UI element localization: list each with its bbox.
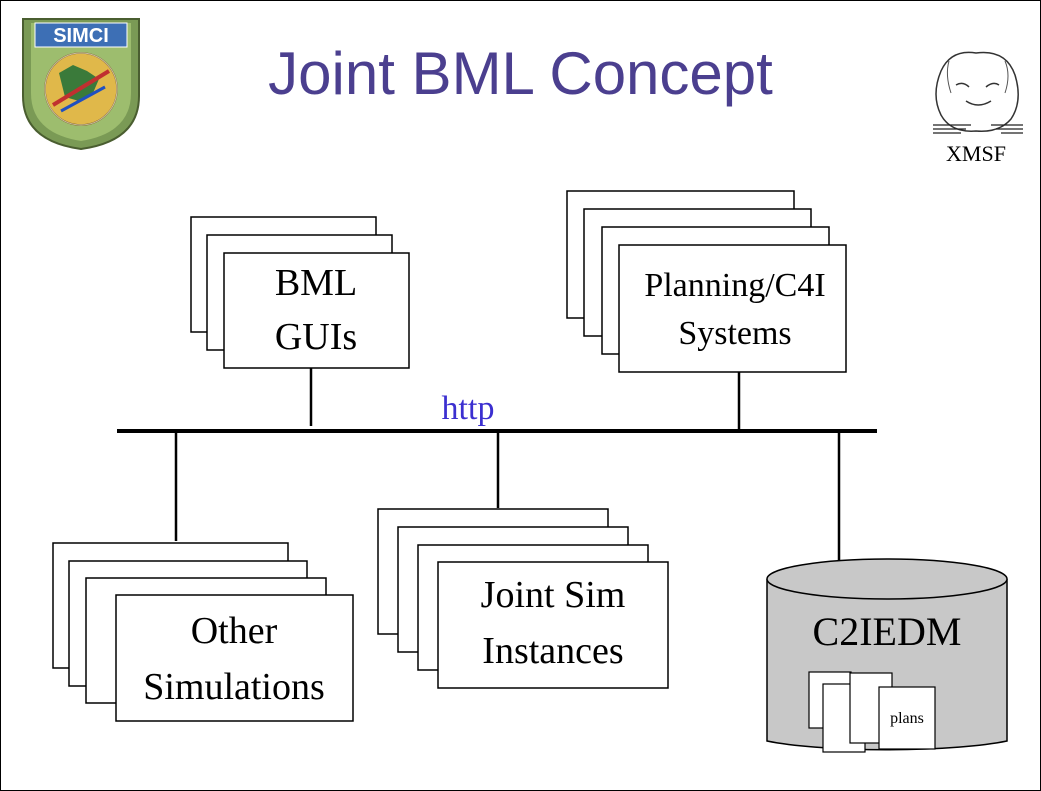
simci-shield-logo: SIMCI <box>22 18 140 151</box>
other-simulations-stack: Other Simulations <box>52 542 354 722</box>
c2iedm-label: C2IEDM <box>813 609 962 654</box>
http-bus: http <box>117 368 877 561</box>
plans-doc-label: plans <box>890 710 924 727</box>
planning-c4i-label-line2: Systems <box>678 315 791 352</box>
http-label: http <box>442 390 495 427</box>
bml-guis-label-line2: GUIs <box>275 316 357 358</box>
bml-guis-label-line1: BML <box>275 262 357 304</box>
joint-sim-label-line1: Joint Sim <box>481 574 626 616</box>
joint-sim-label-line2: Instances <box>482 630 623 672</box>
joint-sim-stack: Joint Sim Instances <box>377 508 669 689</box>
bml-guis-stack: BML GUIs <box>190 216 410 369</box>
planning-c4i-label-line1: Planning/C4I <box>644 267 825 304</box>
xmsf-logo-text: XMSF <box>946 141 1006 166</box>
c2iedm-database: C2IEDM plans <box>766 558 1008 753</box>
other-sims-label-line2: Simulations <box>143 666 325 708</box>
other-sims-label-line1: Other <box>191 610 278 652</box>
planning-c4i-stack: Planning/C4I Systems <box>566 190 847 373</box>
slide-title: Joint BML Concept <box>268 40 773 107</box>
simci-logo-text: SIMCI <box>53 25 109 47</box>
xmsf-lion-logo: XMSF <box>921 43 1025 166</box>
